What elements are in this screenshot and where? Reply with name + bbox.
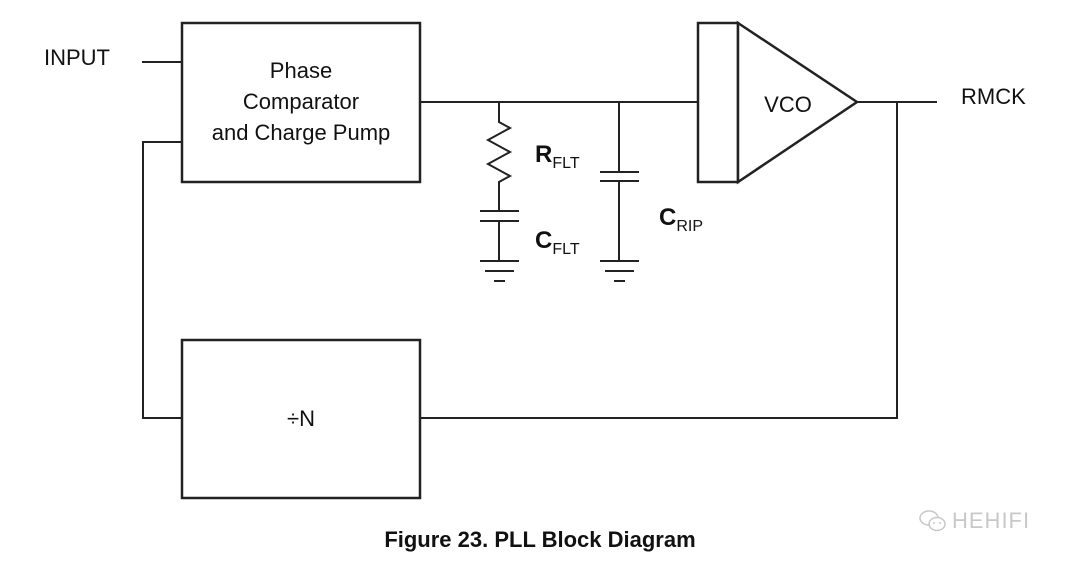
- watermark: HEHIFI: [918, 508, 1030, 534]
- phase-block-line1: Phase: [270, 58, 332, 83]
- feedback-wire-right: [420, 102, 898, 419]
- watermark-text: HEHIFI: [952, 508, 1031, 533]
- vco-triangle: [736, 20, 860, 185]
- input-label: INPUT: [44, 45, 110, 70]
- crip-label: CRIP: [659, 204, 703, 235]
- chat-bubbles-icon: [919, 510, 946, 532]
- ground-symbol: [480, 260, 519, 282]
- vco-label: VCO: [764, 92, 812, 117]
- rflt-sub: FLT: [552, 155, 579, 172]
- crip-sub: RIP: [676, 218, 703, 235]
- ground-symbol: [600, 260, 639, 282]
- figure-caption: Figure 23. PLL Block Diagram: [384, 527, 696, 552]
- resistor-rflt: [485, 102, 513, 210]
- rflt-label: RFLT: [535, 141, 580, 172]
- capacitor-cflt: [480, 210, 519, 261]
- divider-block: [180, 338, 422, 500]
- vco-input-block: [696, 21, 740, 184]
- divider-label: ÷N: [287, 406, 315, 431]
- cflt-main: C: [535, 227, 552, 254]
- feedback-wire-left: [142, 141, 182, 419]
- cflt-label: CFLT: [535, 227, 580, 258]
- capacitor-crip: [600, 102, 639, 261]
- output-label: RMCK: [961, 84, 1026, 109]
- rflt-main: R: [535, 141, 552, 168]
- phase-block-line3: and Charge Pump: [212, 120, 391, 145]
- phase-block-line2: Comparator: [243, 89, 359, 114]
- cflt-sub: FLT: [552, 241, 579, 258]
- crip-main: C: [659, 204, 676, 231]
